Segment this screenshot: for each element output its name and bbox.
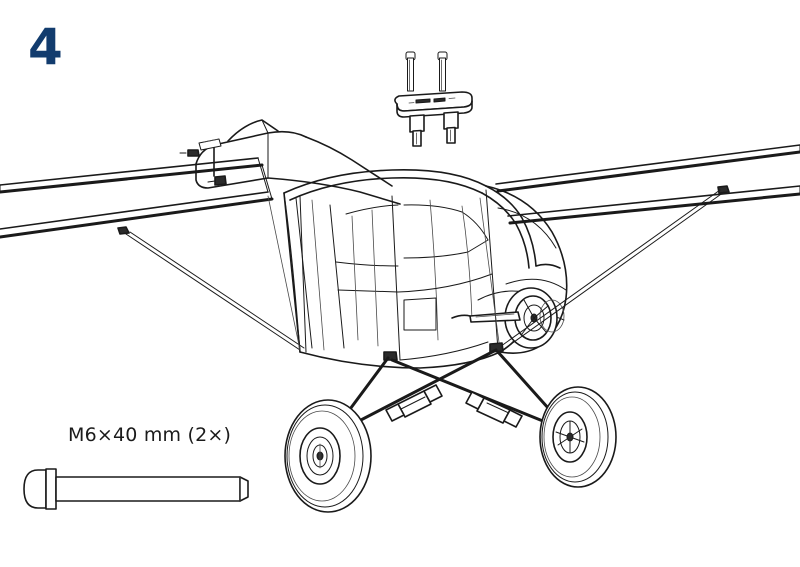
left-wing [0, 157, 274, 239]
wing-strut [125, 189, 725, 353]
shock-absorber-left [385, 384, 443, 422]
exploded-bolt-right [437, 51, 448, 92]
tail-boom [179, 119, 401, 205]
bolt-icon [18, 458, 278, 520]
right-wing [495, 144, 800, 225]
parts-callout: M6×40 mm (2×) [18, 424, 278, 520]
left-wheel [284, 399, 372, 513]
exploded-mounting-bracket [394, 91, 473, 147]
cabin [283, 169, 537, 369]
parts-callout-label: M6×40 mm (2×) [68, 424, 232, 446]
exploded-bolt-left [405, 51, 416, 92]
step-number: 4 [28, 18, 63, 76]
shock-absorber-right [465, 391, 523, 428]
propeller-spinner [451, 287, 565, 349]
right-wheel [539, 386, 617, 488]
